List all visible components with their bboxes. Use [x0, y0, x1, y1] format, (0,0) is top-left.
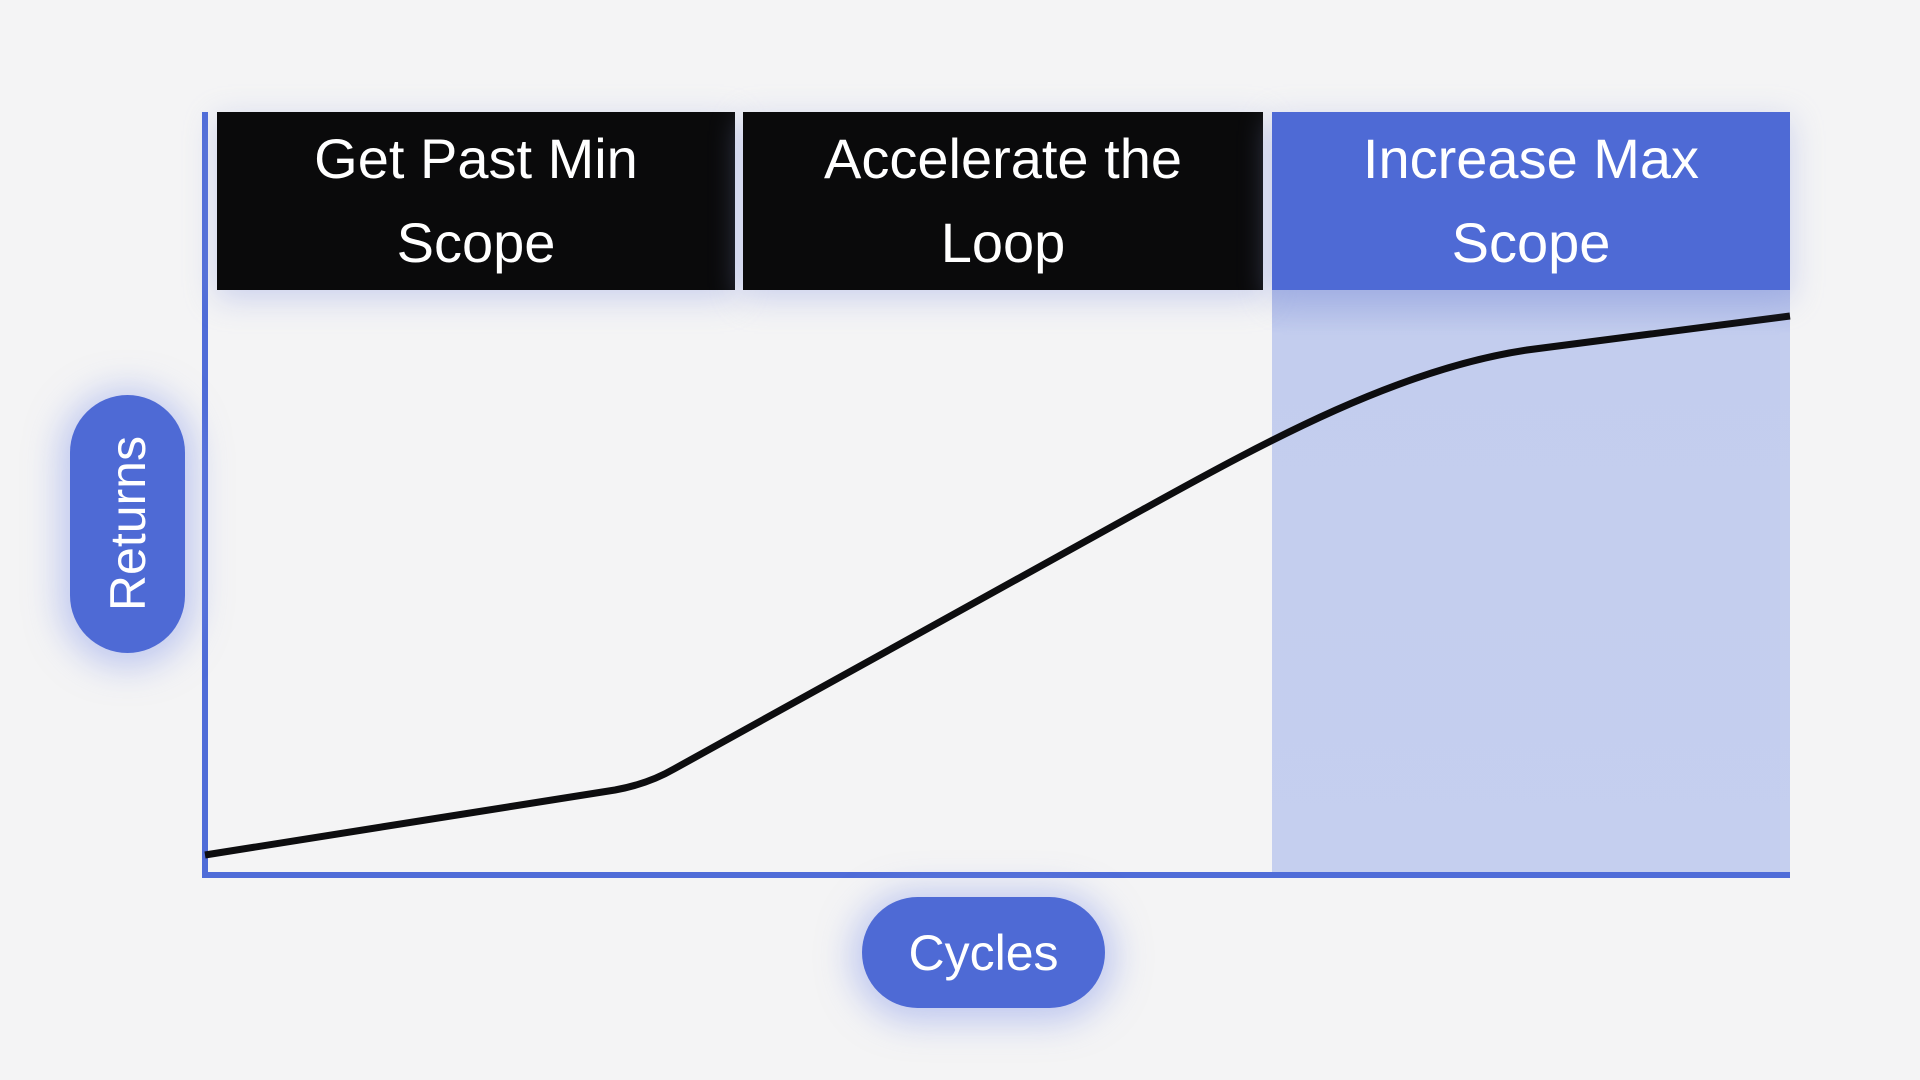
y-axis-line — [202, 112, 208, 878]
x-axis-label-pill: Cycles — [862, 897, 1105, 1008]
phase-box-increase-max-scope: Increase Max Scope — [1272, 112, 1790, 290]
y-axis-label-pill: Returns — [70, 395, 185, 653]
max-scope-highlight-region — [1272, 288, 1790, 875]
phase-label-increase-max-scope: Increase Max Scope — [1362, 127, 1700, 274]
phase-box-get-past-min-scope: Get Past Min Scope — [217, 112, 735, 290]
phase-label-get-past-min-scope: Get Past Min Scope — [314, 127, 638, 274]
y-axis-label-text: Returns — [99, 436, 156, 612]
x-axis-line — [202, 872, 1790, 878]
phase-box-accelerate-the-loop: Accelerate the Loop — [743, 112, 1263, 290]
phase-label-accelerate-the-loop: Accelerate the Loop — [824, 127, 1182, 274]
x-axis-label-text: Cycles — [908, 924, 1059, 981]
